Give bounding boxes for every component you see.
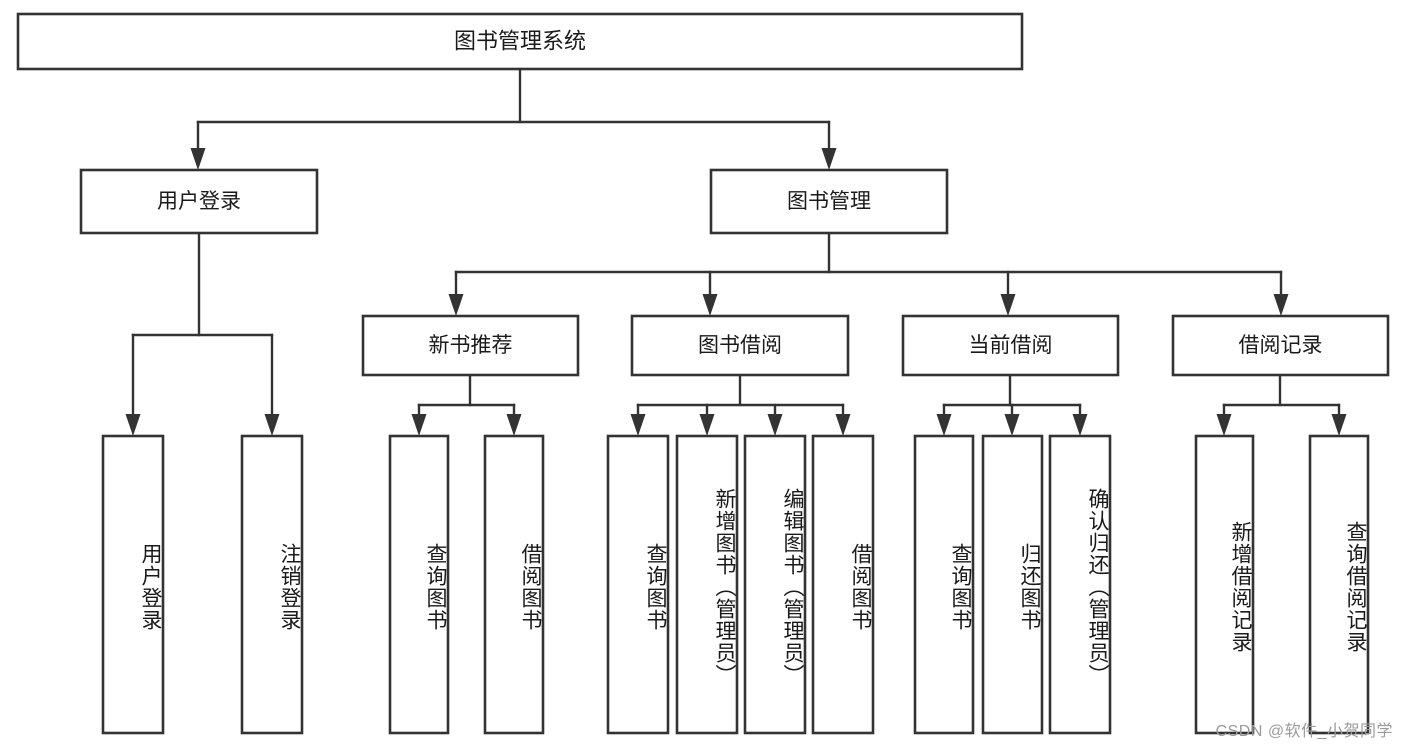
node-box-user-login[interactable] bbox=[79, 168, 319, 235]
node-box-leaf-return-book[interactable] bbox=[981, 434, 1044, 735]
node-box-leaf-query-book-1[interactable] bbox=[388, 434, 450, 735]
node-label-borrow-record: 借阅记录 bbox=[1239, 334, 1323, 357]
node-box-leaf-confirm-return-admin[interactable] bbox=[1048, 434, 1112, 735]
node-box-current-borrow[interactable] bbox=[901, 314, 1120, 377]
node-label-book-borrow: 图书借阅 bbox=[698, 334, 782, 357]
node-label-root: 图书管理系统 bbox=[454, 28, 586, 53]
node-box-leaf-edit-book-admin[interactable] bbox=[743, 434, 807, 735]
node-boxes-layer bbox=[16, 12, 1390, 735]
connectors-layer bbox=[125, 67, 1347, 436]
node-box-leaf-user-login[interactable] bbox=[101, 434, 165, 735]
node-box-leaf-add-book-admin[interactable] bbox=[675, 434, 739, 735]
conn-newbook-bus bbox=[411, 373, 522, 436]
node-label-book-manage: 图书管理 bbox=[787, 190, 871, 213]
node-label-current-borrow: 当前借阅 bbox=[969, 334, 1053, 357]
node-box-book-manage[interactable] bbox=[709, 168, 949, 235]
node-box-leaf-borrow-book-1[interactable] bbox=[483, 434, 545, 735]
node-box-borrow-record[interactable] bbox=[1171, 314, 1390, 377]
node-box-leaf-borrow-book-2[interactable] bbox=[811, 434, 875, 735]
node-box-book-borrow[interactable] bbox=[630, 314, 850, 377]
conn-userlogin-bus bbox=[125, 231, 280, 436]
conn-borrowrecord-bus bbox=[1216, 373, 1347, 436]
node-box-leaf-query-book-2[interactable] bbox=[606, 434, 670, 735]
node-box-root[interactable] bbox=[16, 12, 1024, 71]
node-box-leaf-query-book-3[interactable] bbox=[913, 434, 975, 735]
node-box-leaf-query-borrow-record[interactable] bbox=[1308, 434, 1370, 735]
conn-currentborrow-bus bbox=[936, 373, 1088, 436]
node-label-user-login: 用户登录 bbox=[157, 190, 241, 213]
node-box-new-book-recommend[interactable] bbox=[361, 314, 580, 377]
conn-bookmanage-bus bbox=[448, 231, 1289, 316]
node-box-leaf-logout-login[interactable] bbox=[240, 434, 304, 735]
conn-root-bus bbox=[190, 67, 837, 170]
watermark: CSDN @软件_小贺同学 bbox=[1215, 723, 1393, 740]
node-label-new-book-recommend: 新书推荐 bbox=[429, 334, 513, 357]
conn-bookborrow-bus bbox=[630, 373, 851, 436]
node-box-leaf-add-borrow-record[interactable] bbox=[1194, 434, 1255, 735]
